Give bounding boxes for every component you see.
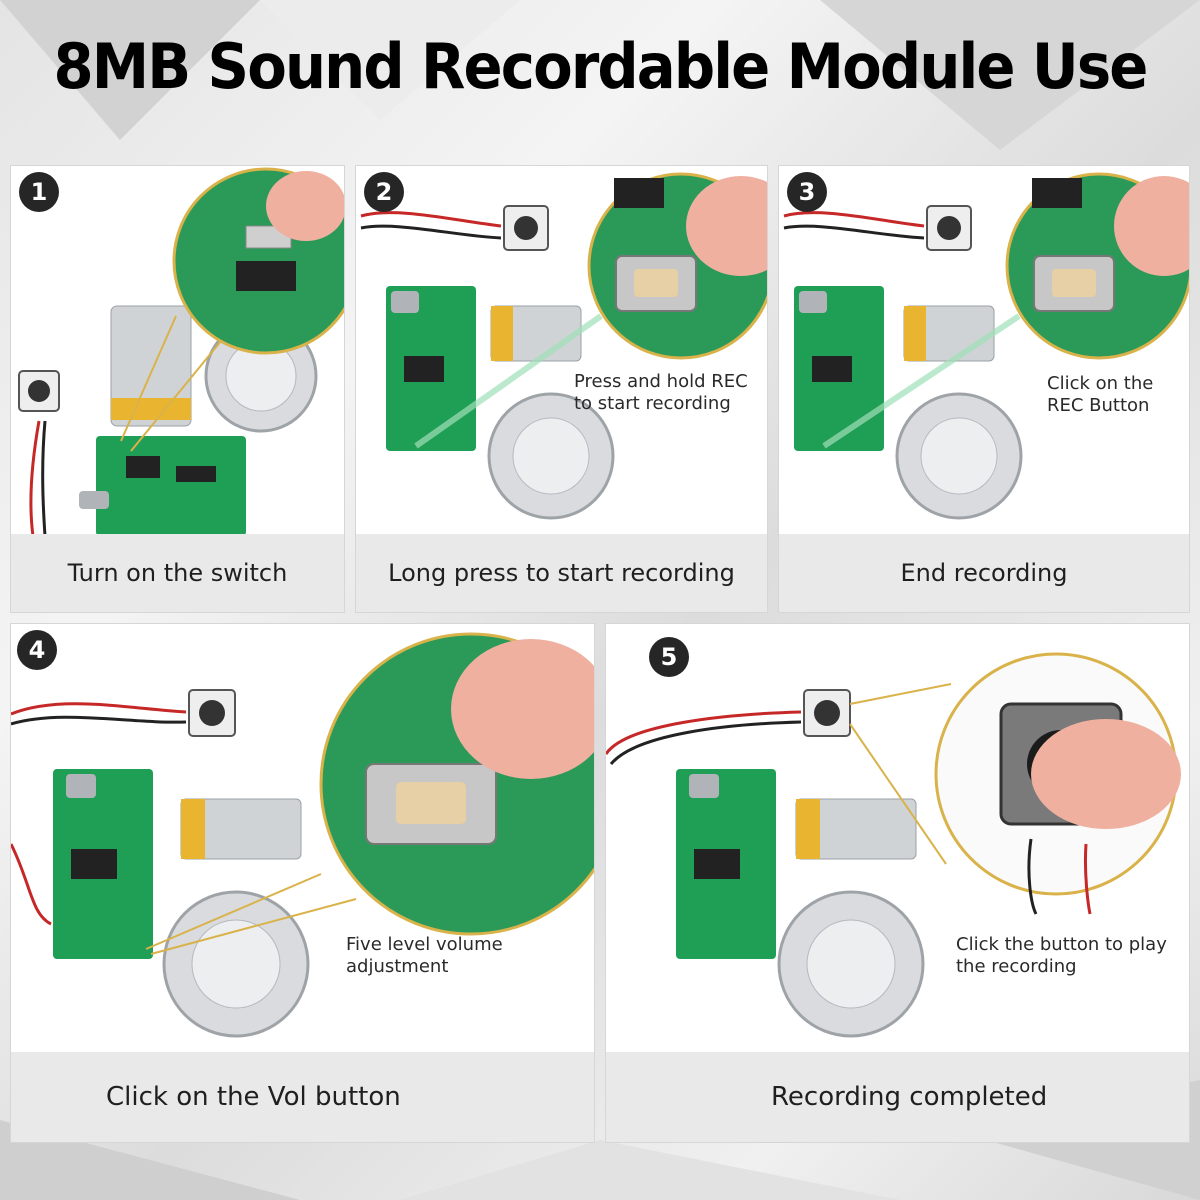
step-2-illustration <box>360 172 767 520</box>
step-3-illustration <box>783 172 1189 520</box>
step-1-panel: 1 Turn on the switch <box>10 165 345 613</box>
step-note: Press and hold REC to start recording <box>574 371 748 414</box>
step-caption: Recording completed <box>606 1052 1189 1142</box>
step-4-panel: 4 Five level volume adjustment Click on … <box>10 623 595 1143</box>
step-caption: Click on the Vol button <box>11 1052 594 1142</box>
step-number-badge: 5 <box>649 637 689 677</box>
page-title: 8MB Sound Recordable Module Use <box>53 30 1148 103</box>
step-5-illustration <box>606 652 1181 1038</box>
step-number-badge: 2 <box>364 172 404 212</box>
step-number-badge: 1 <box>19 172 59 212</box>
step-caption: End recording <box>779 534 1189 612</box>
step-note: Click the button to play the recording <box>956 934 1167 977</box>
step-5-panel: 5 Click the button to play the recording… <box>605 623 1190 1143</box>
step-note: Click on the REC Button <box>1047 373 1154 416</box>
step-caption: Turn on the switch <box>11 534 344 612</box>
step-note: Five level volume adjustment <box>346 934 503 977</box>
step-4-illustration <box>11 632 594 1038</box>
step-2-panel: 2 Press and hold REC to start recording … <box>355 165 768 613</box>
step-number-badge: 4 <box>17 630 57 670</box>
step-1-illustration <box>18 167 344 537</box>
step-caption: Long press to start recording <box>356 534 767 612</box>
step-number-badge: 3 <box>787 172 827 212</box>
step-3-panel: 3 Click on the REC Button End recording <box>778 165 1190 613</box>
